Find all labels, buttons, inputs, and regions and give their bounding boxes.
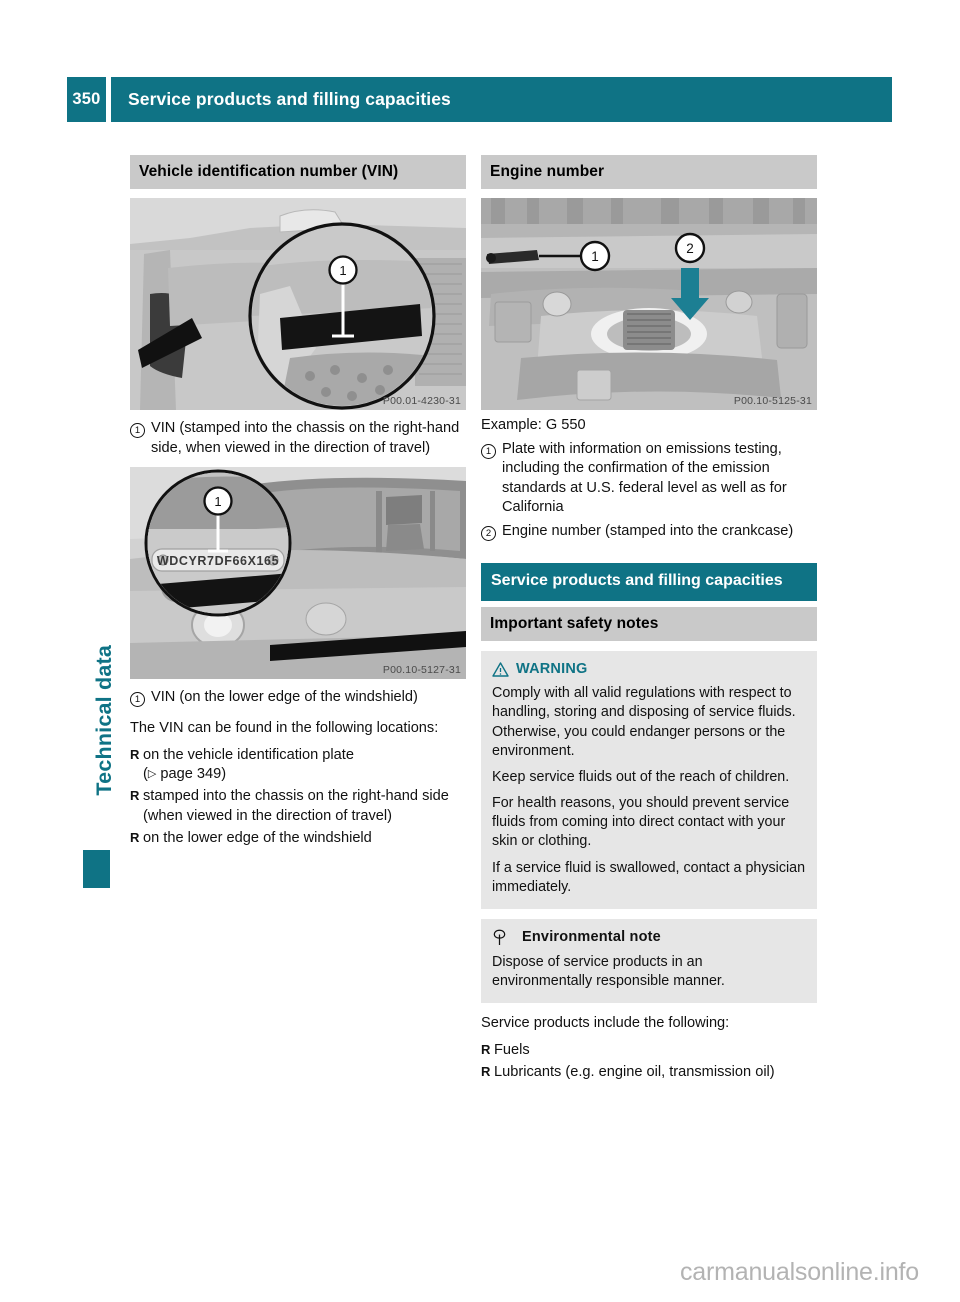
figure-caption: P00.10-5127-31 [382,664,461,677]
list-item-text: stamped into the chassis on the right-ha… [143,788,449,824]
figure-engine-bay: 1 2 P00.10-5125-31 [481,198,817,411]
page-header: 350 Service products and filling capacit… [67,77,892,122]
warning-paragraph: Keep service fluids out of the reach of … [492,768,790,785]
page-number: 350 [67,77,106,122]
environment-tree-icon [493,929,506,945]
chapter-tab-label: Technical data [92,645,116,796]
callout-marker-icon: 1 [481,440,502,518]
list-bullet-icon: R [481,1041,491,1057]
callout-marker-icon: 1 [130,688,151,708]
callout-emissions-plate: 1 Plate with information on emissions te… [481,440,817,518]
callout-vin-chassis: 1 VIN (stamped into the chassis on the r… [130,419,466,458]
callout-text: VIN (on the lower edge of the windshield… [151,689,418,706]
list-item: R Fuels [481,1041,817,1060]
list-item-text: on the vehicle identification plate (▷ p… [143,746,466,785]
page-reference: (▷ page 349) [143,766,227,782]
list-item-label: on the vehicle identification plate [143,746,354,763]
environmental-note-text: Dispose of service products in an enviro… [492,953,725,990]
svg-text:1: 1 [214,494,221,509]
figure-engine-bay-graphic: 1 2 [481,198,817,411]
warning-header: WARNING [492,661,806,677]
section-heading-service-products: Service products and filling capacities [481,563,817,601]
figure-windshield-vin: WDCYR7DF66X165 1 P00.10-5127-31 [130,467,466,680]
list-bullet-icon: R [130,746,140,762]
list-item-text: Fuels [494,1041,530,1058]
callout-marker-icon: 1 [130,419,151,458]
warning-title: WARNING [516,661,588,678]
service-products-intro: Service products include the following: [481,1015,730,1032]
figure-windshield-vin-graphic: WDCYR7DF66X165 1 [130,467,466,680]
section-heading-vin: Vehicle identification number (VIN) [130,155,466,190]
callout-text: VIN (stamped into the chassis on the rig… [151,420,460,456]
list-item: R on the lower edge of the windshield [130,829,466,848]
svg-text:2: 2 [686,241,694,256]
list-item-text: on the lower edge of the windshield [143,830,372,847]
chapter-tab-marker [83,850,110,888]
warning-box: WARNING Comply with all valid regulation… [481,651,817,909]
figure-caption: P00.01-4230-31 [382,395,461,408]
page-title: Service products and filling capacities [111,77,892,122]
svg-text:1: 1 [339,263,346,278]
callout-marker-icon: 2 [481,522,502,542]
svg-text:WDCYR7DF66X165: WDCYR7DF66X165 [157,554,279,568]
figure-chassis-vin-graphic: 1 [130,198,466,411]
right-column: Engine number [481,155,817,1083]
warning-paragraph: Comply with all valid regulations with r… [492,685,796,759]
list-item-text: Lubricants (e.g. engine oil, transmissio… [494,1064,775,1081]
header-divider [106,77,111,122]
list-item: R stamped into the chassis on the right-… [130,787,466,826]
vin-locations-intro: The VIN can be found in the following lo… [130,720,439,737]
environmental-note-box: Environmental note Dispose of service pr… [481,918,817,1004]
callout-engine-number: 2 Engine number (stamped into the crankc… [481,522,817,542]
page-ref-arrow-icon: ▷ [147,768,157,780]
svg-text:1: 1 [591,249,599,264]
left-column: Vehicle identification number (VIN) [130,155,466,849]
figure-chassis-vin: 1 P00.01-4230-31 [130,198,466,411]
environmental-note-title: Environmental note [522,929,661,946]
vin-locations-list: R on the vehicle identification plate (▷… [130,746,466,849]
section-heading-safety-notes: Important safety notes [481,606,817,642]
teal-arrow [671,268,709,321]
warning-paragraph: For health reasons, you should prevent s… [492,795,790,850]
list-bullet-icon: R [481,1064,491,1080]
service-products-list: R Fuels R Lubricants (e.g. engine oil, t… [481,1041,817,1083]
figure-caption: P00.10-5125-31 [733,395,812,408]
environmental-note-header: Environmental note [492,929,806,946]
site-watermark: carmanualsonline.info [680,1258,920,1286]
engine-example-line: Example: G 550 [481,417,586,434]
section-heading-engine-number: Engine number [481,155,817,190]
list-bullet-icon: R [130,830,140,846]
callout-text: Engine number (stamped into the crankcas… [502,522,794,539]
list-item: R on the vehicle identification plate (▷… [130,746,466,785]
warning-triangle-icon [492,662,509,677]
list-item: R Lubricants (e.g. engine oil, transmiss… [481,1063,817,1082]
warning-paragraph: If a service fluid is swallowed, contact… [492,859,806,895]
callout-text: Plate with information on emissions test… [502,440,787,516]
list-bullet-icon: R [130,788,140,804]
callout-vin-windshield: 1 VIN (on the lower edge of the windshie… [130,688,466,708]
